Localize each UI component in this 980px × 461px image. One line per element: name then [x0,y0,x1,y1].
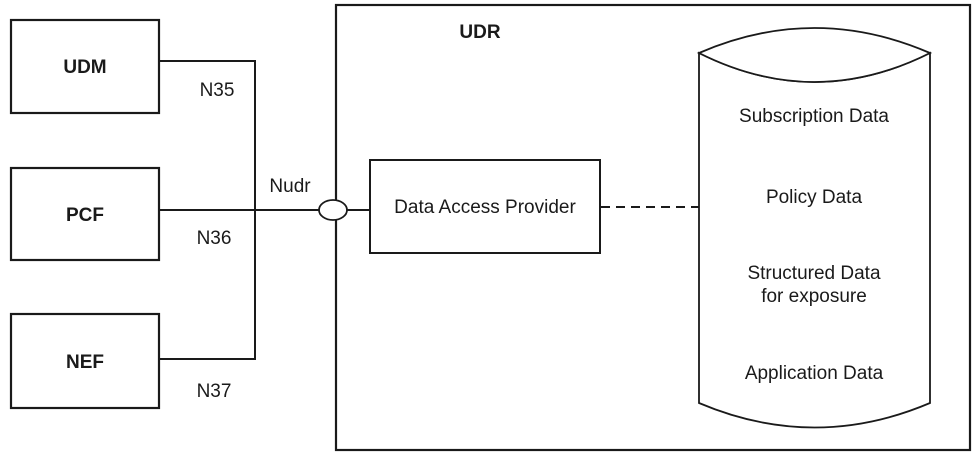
data-access-provider-label: Data Access Provider [394,197,576,218]
datastore-cylinder-top [696,27,933,83]
structured-data-label-line2: for exposure [761,286,867,307]
nudr-interface-label: Nudr [269,176,311,197]
n36-interface-label: N36 [197,228,232,249]
nef-box [9,312,161,410]
n37-interface-label: N37 [197,381,232,402]
subscription-data-label: Subscription Data [739,106,889,127]
pcf-box [9,166,161,262]
pcf-label: PCF [66,205,104,226]
application-data-label: Application Data [745,363,884,384]
data-access-provider-box [369,159,601,254]
nef-label: NEF [66,352,104,373]
n35-interface-label: N35 [200,80,235,101]
udr-title-label: UDR [459,22,500,43]
nudr-connector-ellipse [318,199,348,221]
structured-data-label-line1: Structured Data [747,263,880,284]
udm-box [9,18,161,115]
policy-data-label: Policy Data [766,187,863,208]
udm-label: UDM [63,57,106,78]
